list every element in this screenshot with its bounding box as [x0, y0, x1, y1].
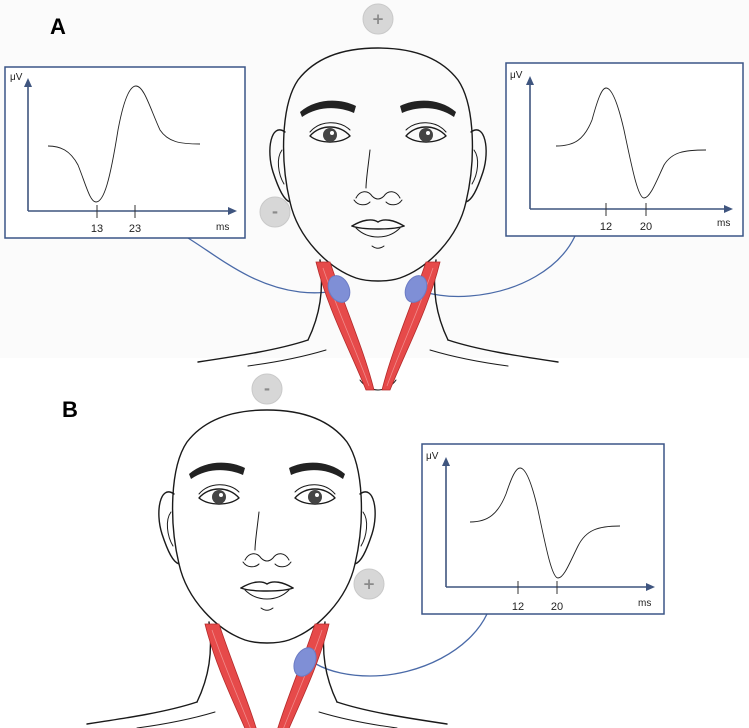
- trace-frame: [4, 66, 246, 239]
- electrode-sign-side-a: -: [272, 203, 278, 221]
- trace-box-a-left: μV 13 23 ms: [4, 66, 246, 239]
- tick-label: 13: [91, 223, 103, 235]
- x-unit-label: ms: [216, 222, 229, 233]
- trace-frame: [505, 62, 744, 237]
- electrode-right-scm-b: [293, 647, 317, 677]
- panel-b-label: B: [62, 397, 78, 422]
- face-b: [86, 409, 448, 728]
- tick-label: 12: [600, 221, 612, 233]
- panel-b: B - + μV 12 20 ms: [62, 373, 665, 728]
- wire-right: [415, 235, 576, 298]
- electrode-left-scm: [327, 275, 351, 303]
- waveform: [469, 467, 621, 579]
- wire-b: [315, 613, 488, 677]
- electrode-sign-side-b: +: [363, 575, 376, 593]
- electrode-marker-side-a: [259, 196, 291, 228]
- electrode-right-scm: [404, 275, 428, 303]
- tick-label: 23: [129, 223, 141, 235]
- trace-box-a-right: μV 12 20 ms: [505, 62, 744, 237]
- y-unit-label: μV: [510, 70, 523, 81]
- y-axis-arrow: [526, 76, 534, 85]
- x-axis-arrow: [228, 207, 237, 215]
- tick-label: 20: [551, 601, 563, 613]
- electrode-marker-top-b: [251, 373, 283, 405]
- x-axis-arrow: [724, 205, 733, 213]
- x-unit-label: ms: [717, 218, 730, 229]
- x-unit-label: ms: [638, 598, 651, 609]
- y-axis-arrow: [442, 457, 450, 466]
- electrode-marker-top-a: [362, 3, 394, 35]
- waveform: [555, 87, 707, 199]
- trace-frame: [421, 443, 665, 615]
- electrode-sign-top-a: +: [372, 10, 385, 28]
- x-axis-arrow: [646, 583, 655, 591]
- electrode-sign-top-b: -: [264, 380, 270, 398]
- waveform: [47, 85, 201, 203]
- panel-a: A + - μV 13 23 ms: [4, 3, 744, 391]
- tick-label: 20: [640, 221, 652, 233]
- tick-label: 12: [512, 601, 524, 613]
- y-axis-arrow: [24, 78, 32, 87]
- trace-box-b: μV 12 20 ms: [421, 443, 665, 615]
- panel-a-label: A: [50, 14, 66, 39]
- y-unit-label: μV: [426, 451, 439, 462]
- y-unit-label: μV: [10, 72, 23, 83]
- electrode-marker-side-b: [353, 568, 385, 600]
